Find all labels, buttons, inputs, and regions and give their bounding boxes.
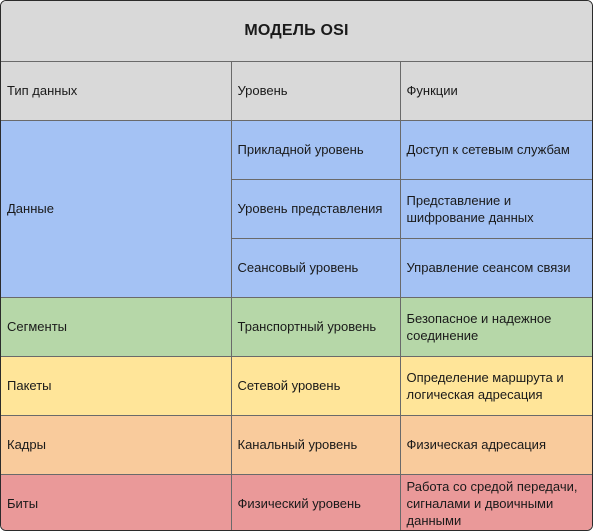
cell-data-type: Сегменты: [1, 296, 232, 357]
cell-function: Безопасное и надежное соединение: [399, 296, 592, 357]
table-title: МОДЕЛЬ OSI: [1, 1, 592, 62]
table-row: Биты Физический уровень Работа со средой…: [1, 473, 592, 530]
table-row: Данные Прикладной уровень Доступ к сетев…: [1, 119, 592, 298]
cell-data-type: Биты: [1, 473, 232, 530]
table-row: Сегменты Транспортный уровень Безопасное…: [1, 296, 592, 357]
table-header-row: Тип данных Уровень Функции: [1, 60, 592, 120]
header-data-type: Тип данных: [1, 60, 232, 120]
cell-function: Представление и шифрование данных: [399, 178, 592, 239]
cell-data-type: Пакеты: [1, 355, 232, 416]
cell-level: Канальный уровень: [230, 414, 401, 475]
cell-level: Уровень представления: [231, 178, 401, 239]
cell-level: Транспортный уровень: [230, 296, 401, 357]
header-functions: Функции: [399, 60, 592, 120]
cell-function: Определение маршрута и логическая адреса…: [399, 355, 592, 416]
cell-function: Доступ к сетевым службам: [399, 119, 592, 180]
cell-level: Физический уровень: [230, 473, 401, 530]
cell-function: Управление сеансом связи: [399, 237, 592, 298]
cell-function: Работа со средой передачи, сигналами и д…: [399, 473, 592, 530]
table-title-row: МОДЕЛЬ OSI: [1, 1, 592, 62]
cell-level: Сетевой уровень: [230, 355, 401, 416]
table-body: Данные Прикладной уровень Доступ к сетев…: [1, 119, 592, 530]
cell-level: Прикладной уровень: [230, 119, 401, 180]
table-row: Кадры Канальный уровень Физическая адрес…: [1, 414, 592, 475]
header-level: Уровень: [230, 60, 401, 120]
cell-function: Физическая адресация: [399, 414, 592, 475]
cell-data-type: Данные: [1, 119, 232, 298]
table-row: Пакеты Сетевой уровень Определение маршр…: [1, 355, 592, 416]
table-row: Уровень представления Представление и ши…: [1, 178, 592, 239]
cell-level: Сеансовый уровень: [231, 237, 401, 298]
cell-data-type: Кадры: [1, 414, 232, 475]
